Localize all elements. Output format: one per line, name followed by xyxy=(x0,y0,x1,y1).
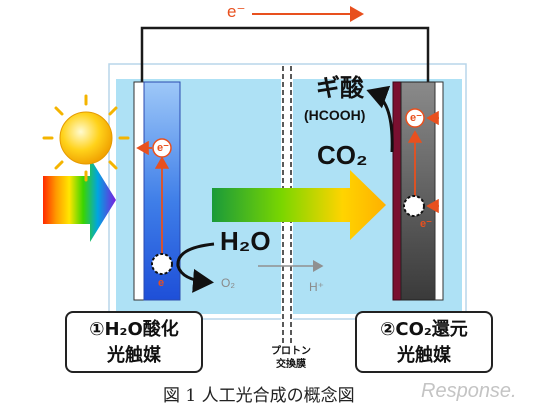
byproduct-o2: O₂ xyxy=(221,276,235,290)
left-catalyst-line1: ①H₂O酸化 xyxy=(89,319,179,340)
external-wire xyxy=(140,26,430,82)
product-formula: (HCOOH) xyxy=(304,107,366,123)
reactant-h2o: H₂O xyxy=(220,226,271,256)
co2-reduction-arrow xyxy=(366,85,394,153)
left-electron-symbol: e⁻ xyxy=(157,142,169,154)
light-arrow-middle xyxy=(212,170,386,240)
figure-caption: 図 1 人工光合成の概念図 xyxy=(163,386,355,406)
left-catalyst-label-box: ①H₂O酸化 光触媒 xyxy=(65,311,203,373)
wire-electron-label: e⁻ xyxy=(227,2,246,21)
light-arrow-left xyxy=(43,158,116,242)
watermark-logo: Response. xyxy=(421,380,517,402)
membrane-label: プロトン 交換膜 xyxy=(256,345,326,371)
water-oxidation-arrow xyxy=(176,242,215,293)
membrane-label-line2: 交換膜 xyxy=(276,359,306,370)
reactant-co2: CO₂ xyxy=(317,140,368,170)
product-name: ギ酸 xyxy=(316,74,364,102)
right-electrode-substrate xyxy=(434,81,444,301)
right-catalyst-line2: 光触媒 xyxy=(397,345,451,366)
left-hole-electron-label: e xyxy=(158,277,165,289)
right-electrode-layer xyxy=(392,81,402,301)
left-electrode-substrate xyxy=(133,81,145,301)
left-catalyst-line2: 光触媒 xyxy=(107,345,161,366)
right-catalyst-label-box: ②CO₂還元 光触媒 xyxy=(355,311,493,373)
sun-icon xyxy=(42,94,130,182)
left-electron-circle xyxy=(152,138,172,158)
right-electron-label: e⁻ xyxy=(420,218,432,230)
right-hole xyxy=(403,195,425,217)
membrane-label-line1: プロトン xyxy=(271,346,311,357)
right-electron-symbol: e⁻ xyxy=(410,112,422,124)
left-hole xyxy=(151,253,173,275)
proton-label: H⁺ xyxy=(309,280,324,294)
right-catalyst-line1: ②CO₂還元 xyxy=(380,319,468,340)
right-electron-circle xyxy=(405,108,425,128)
